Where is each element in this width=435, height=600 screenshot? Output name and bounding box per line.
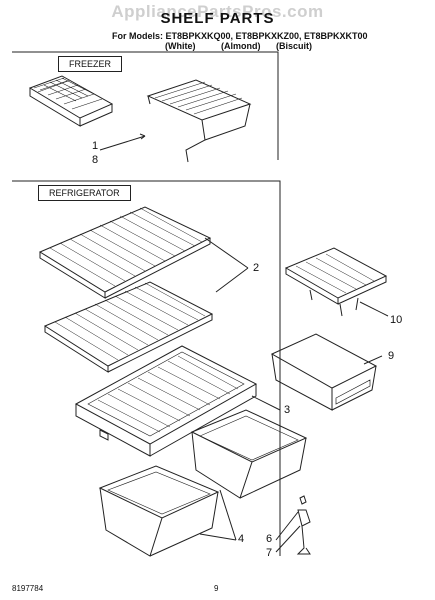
leveling-leg-illustration	[296, 495, 311, 555]
callout-2: 2	[253, 262, 260, 274]
refrigerator-section-label: REFRIGERATOR	[38, 185, 131, 201]
callout-10: 10	[390, 314, 403, 326]
small-shelf-illustration	[284, 247, 388, 317]
freezer-frame	[12, 51, 279, 160]
freezer-shelf-illustration	[146, 79, 252, 163]
callout-7: 7	[266, 547, 273, 559]
callout-9: 9	[388, 350, 395, 362]
callout-1: 1	[92, 140, 99, 152]
page-title: SHELF PARTS	[160, 10, 275, 27]
callout-3: 3	[284, 404, 291, 416]
ice-tray-illustration	[28, 75, 114, 127]
glass-shelf-illustration	[74, 345, 258, 457]
document-number: 8197784	[12, 584, 44, 593]
crisper-left-illustration	[98, 465, 220, 557]
freezer-section-label: FREEZER	[58, 56, 123, 72]
color-biscuit: (Biscuit)	[276, 41, 312, 51]
leader-1-8	[99, 135, 146, 151]
fridge-shelf-top-illustration	[38, 206, 212, 299]
watermark: AppliancePartsPros.com	[111, 2, 324, 21]
fridge-shelf-middle-illustration	[43, 281, 214, 373]
callout-8: 8	[92, 154, 99, 166]
callout-4: 4	[238, 533, 245, 545]
callout-6: 6	[266, 533, 273, 545]
color-white: (White)	[165, 41, 196, 51]
color-almond: (Almond)	[221, 41, 261, 51]
meat-pan-illustration	[270, 333, 378, 411]
page-number: 9	[214, 584, 219, 593]
refrigerator-frame	[12, 180, 281, 556]
crisper-right-illustration	[190, 409, 308, 499]
models-line: For Models: ET8BPKXKQ00, ET8BPKXKZ00, ET…	[112, 31, 368, 41]
